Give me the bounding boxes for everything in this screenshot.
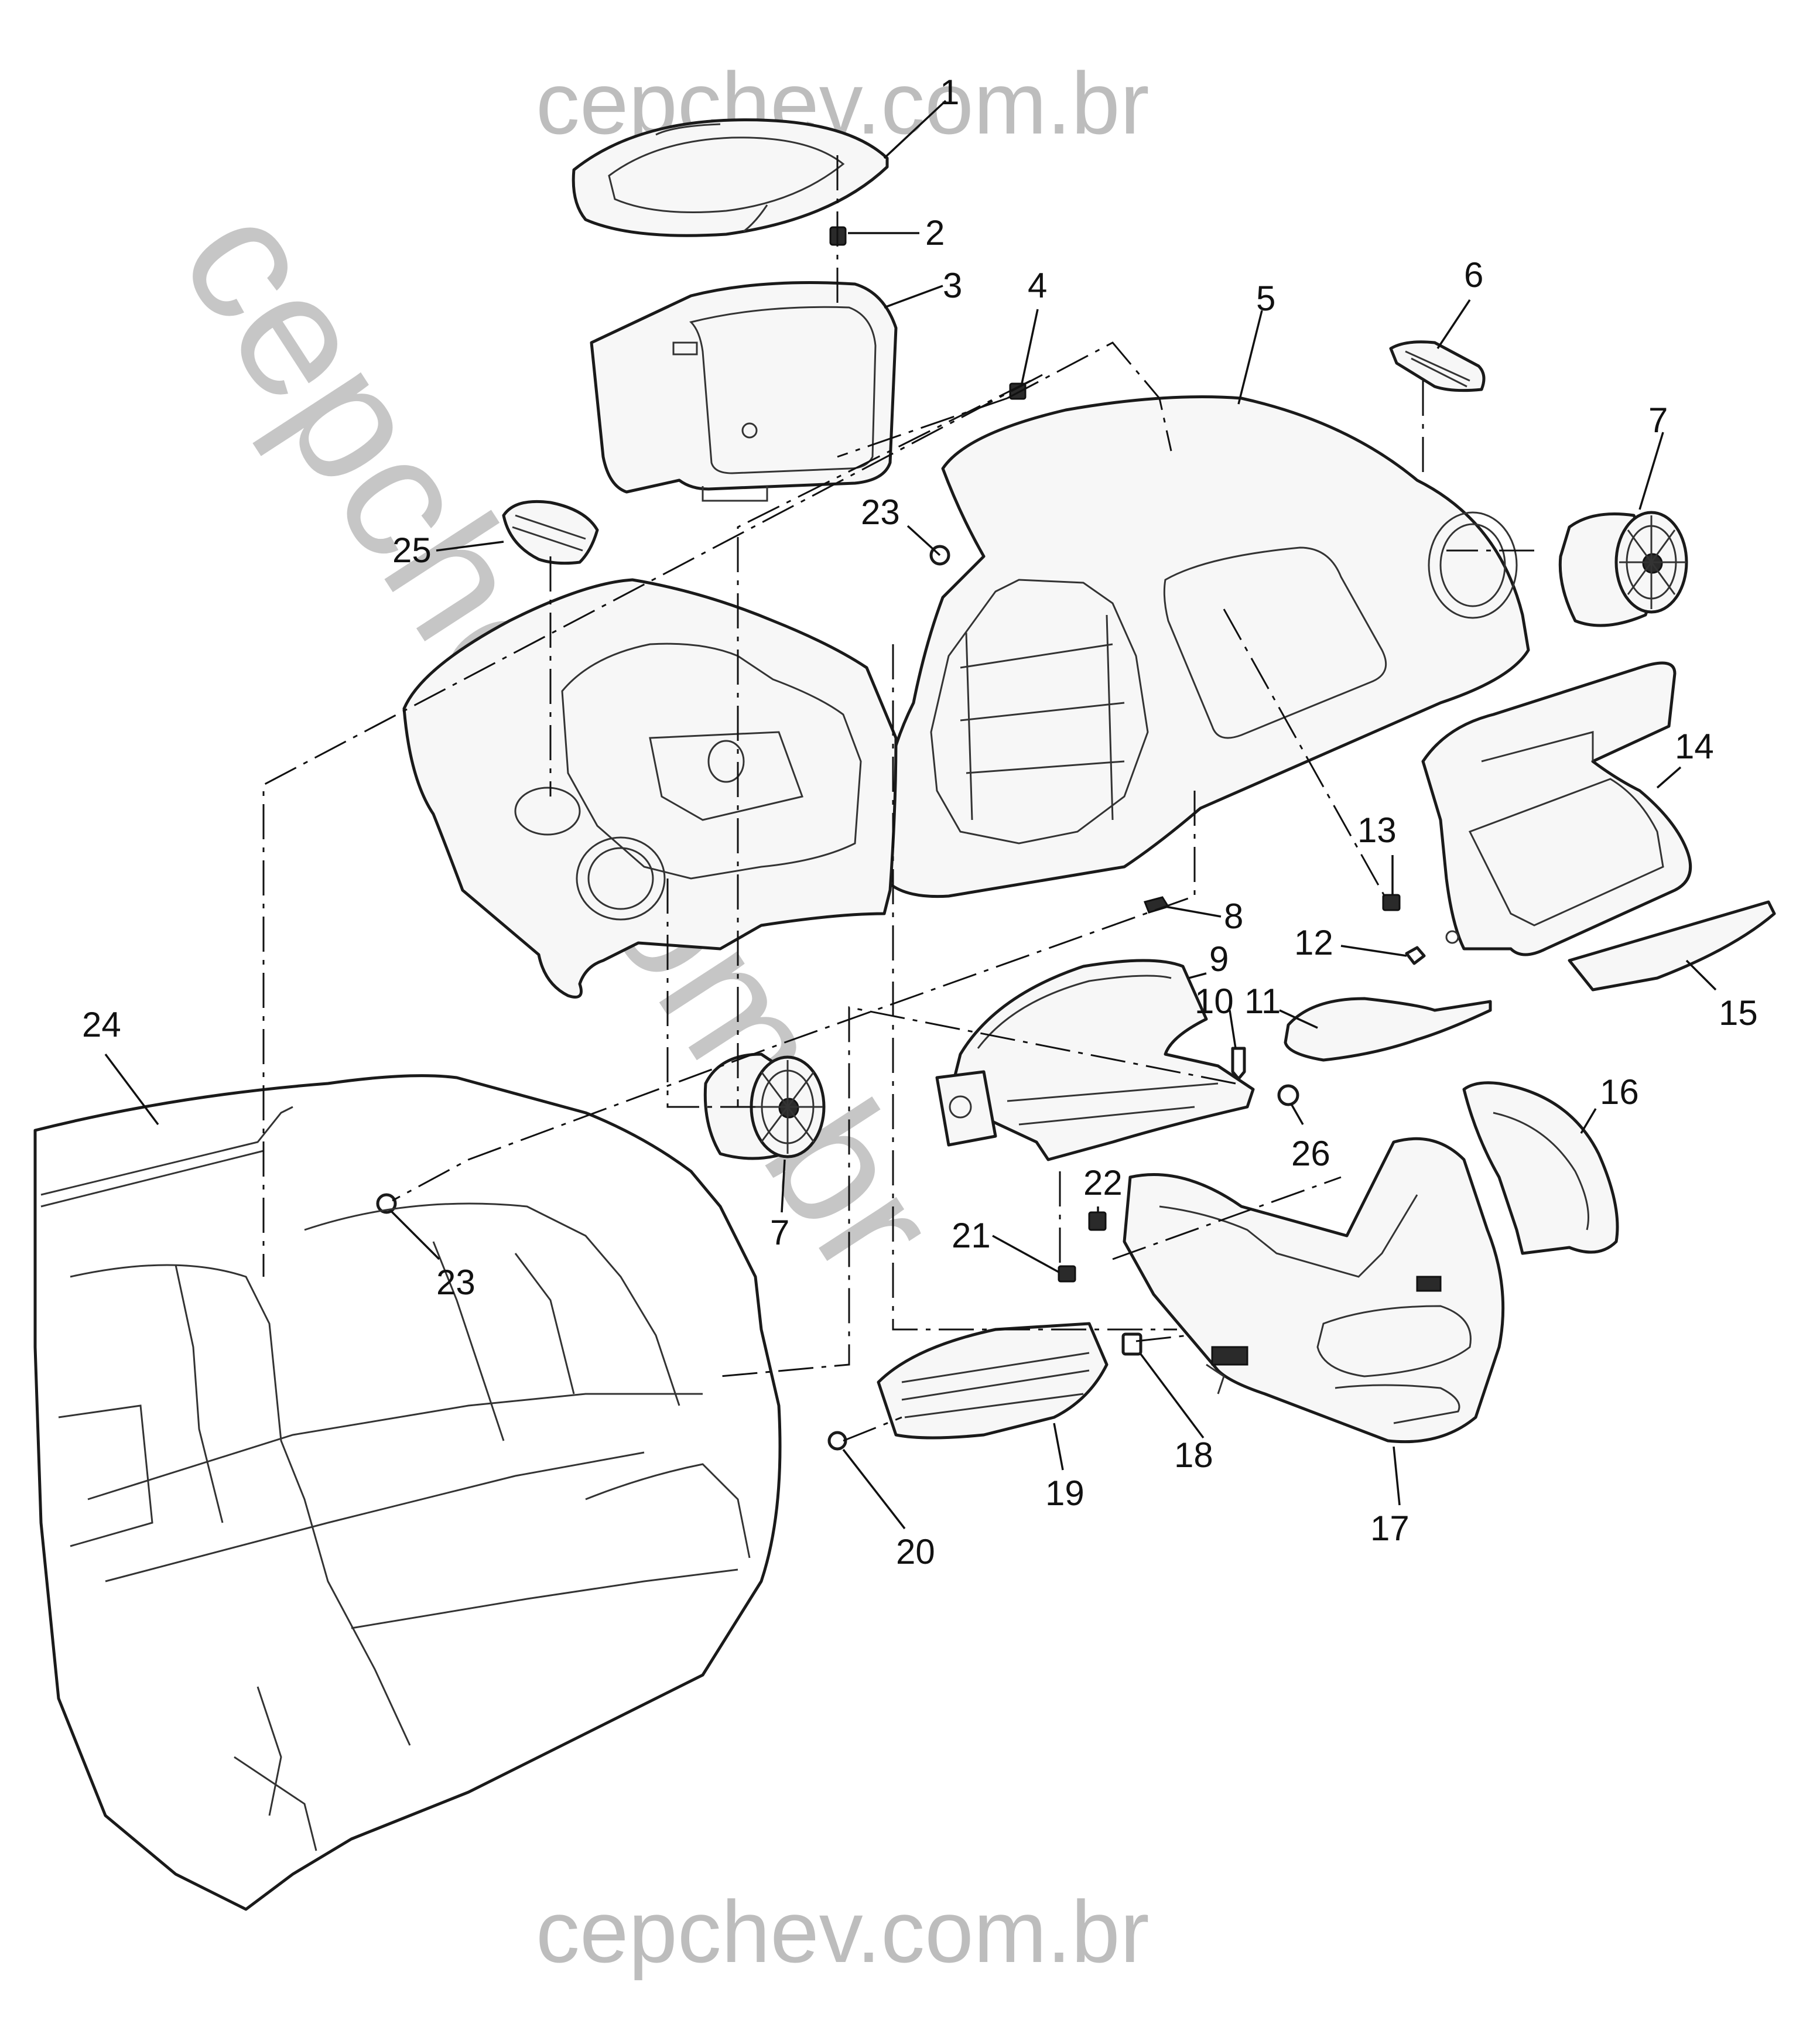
callout-16: 16 bbox=[1600, 1072, 1639, 1112]
part-24-dash-frame bbox=[33, 1074, 782, 1911]
part-18-clip bbox=[1121, 1332, 1142, 1356]
part-15-trim-strip bbox=[1568, 900, 1776, 992]
callout-15: 15 bbox=[1719, 993, 1758, 1033]
callout-24: 24 bbox=[82, 1005, 121, 1044]
part-6-defroster-grille bbox=[1389, 340, 1486, 392]
callout-21: 21 bbox=[952, 1216, 991, 1255]
callout-12: 12 bbox=[1294, 923, 1333, 962]
callout-2: 2 bbox=[925, 213, 945, 252]
callout-26: 26 bbox=[1291, 1134, 1330, 1173]
part-21-clip bbox=[1058, 1265, 1076, 1283]
callout-7-center: 7 bbox=[770, 1213, 789, 1252]
part-9-storage-compartment bbox=[935, 959, 1255, 1161]
callout-5: 5 bbox=[1256, 279, 1275, 318]
callout-17: 17 bbox=[1370, 1509, 1410, 1548]
part-25-side-outlet bbox=[502, 500, 599, 565]
part-19-vent-housing bbox=[877, 1322, 1109, 1440]
instrument-panel-left-section bbox=[402, 578, 898, 999]
callout-labels: 1 2 3 4 5 6 7 7 8 9 10 11 12 13 14 15 16… bbox=[82, 73, 1758, 1571]
callout-18: 18 bbox=[1174, 1435, 1213, 1475]
callout-10: 10 bbox=[1195, 982, 1234, 1021]
callout-9: 9 bbox=[1209, 939, 1229, 979]
callout-20: 20 bbox=[896, 1532, 935, 1571]
part-23-fastener-lower bbox=[376, 1193, 397, 1214]
part-13-nut bbox=[1382, 894, 1401, 911]
callout-19: 19 bbox=[1045, 1474, 1085, 1513]
callout-14: 14 bbox=[1675, 727, 1714, 766]
part-23-fastener-upper bbox=[929, 545, 950, 566]
callout-23-upper: 23 bbox=[861, 493, 900, 532]
callout-11: 11 bbox=[1244, 982, 1281, 1021]
part-11-trim-pad bbox=[1284, 997, 1492, 1062]
callout-13: 13 bbox=[1357, 811, 1397, 850]
part-17-center-bezel bbox=[1123, 1137, 1505, 1444]
part-1-cluster-hood-cover bbox=[572, 118, 889, 237]
callout-7-right: 7 bbox=[1648, 401, 1668, 440]
part-12-clip bbox=[1405, 946, 1426, 965]
part-22-clip bbox=[1088, 1211, 1107, 1231]
part-20-screw bbox=[827, 1431, 847, 1451]
callout-8: 8 bbox=[1224, 897, 1243, 936]
part-14-glove-box bbox=[1421, 661, 1692, 956]
part-3-cluster-housing bbox=[590, 281, 898, 502]
part-10-screw bbox=[1231, 1047, 1246, 1081]
callout-6: 6 bbox=[1464, 255, 1483, 295]
callout-1: 1 bbox=[940, 73, 959, 112]
callout-4: 4 bbox=[1028, 266, 1047, 305]
part-7-air-vent-right bbox=[1558, 511, 1688, 627]
callout-23-lower: 23 bbox=[436, 1263, 475, 1302]
callout-3: 3 bbox=[943, 266, 962, 305]
assembly-centerlines bbox=[262, 155, 1534, 1442]
part-26-screw bbox=[1277, 1084, 1299, 1106]
callout-leaders bbox=[104, 100, 1717, 1530]
part-16-side-cover bbox=[1462, 1081, 1619, 1255]
callout-25: 25 bbox=[392, 531, 432, 570]
callout-22: 22 bbox=[1083, 1163, 1123, 1202]
part-5-instrument-panel-upper bbox=[882, 395, 1530, 898]
watermark-bottom: cepchev.com.br bbox=[536, 1882, 1150, 1981]
